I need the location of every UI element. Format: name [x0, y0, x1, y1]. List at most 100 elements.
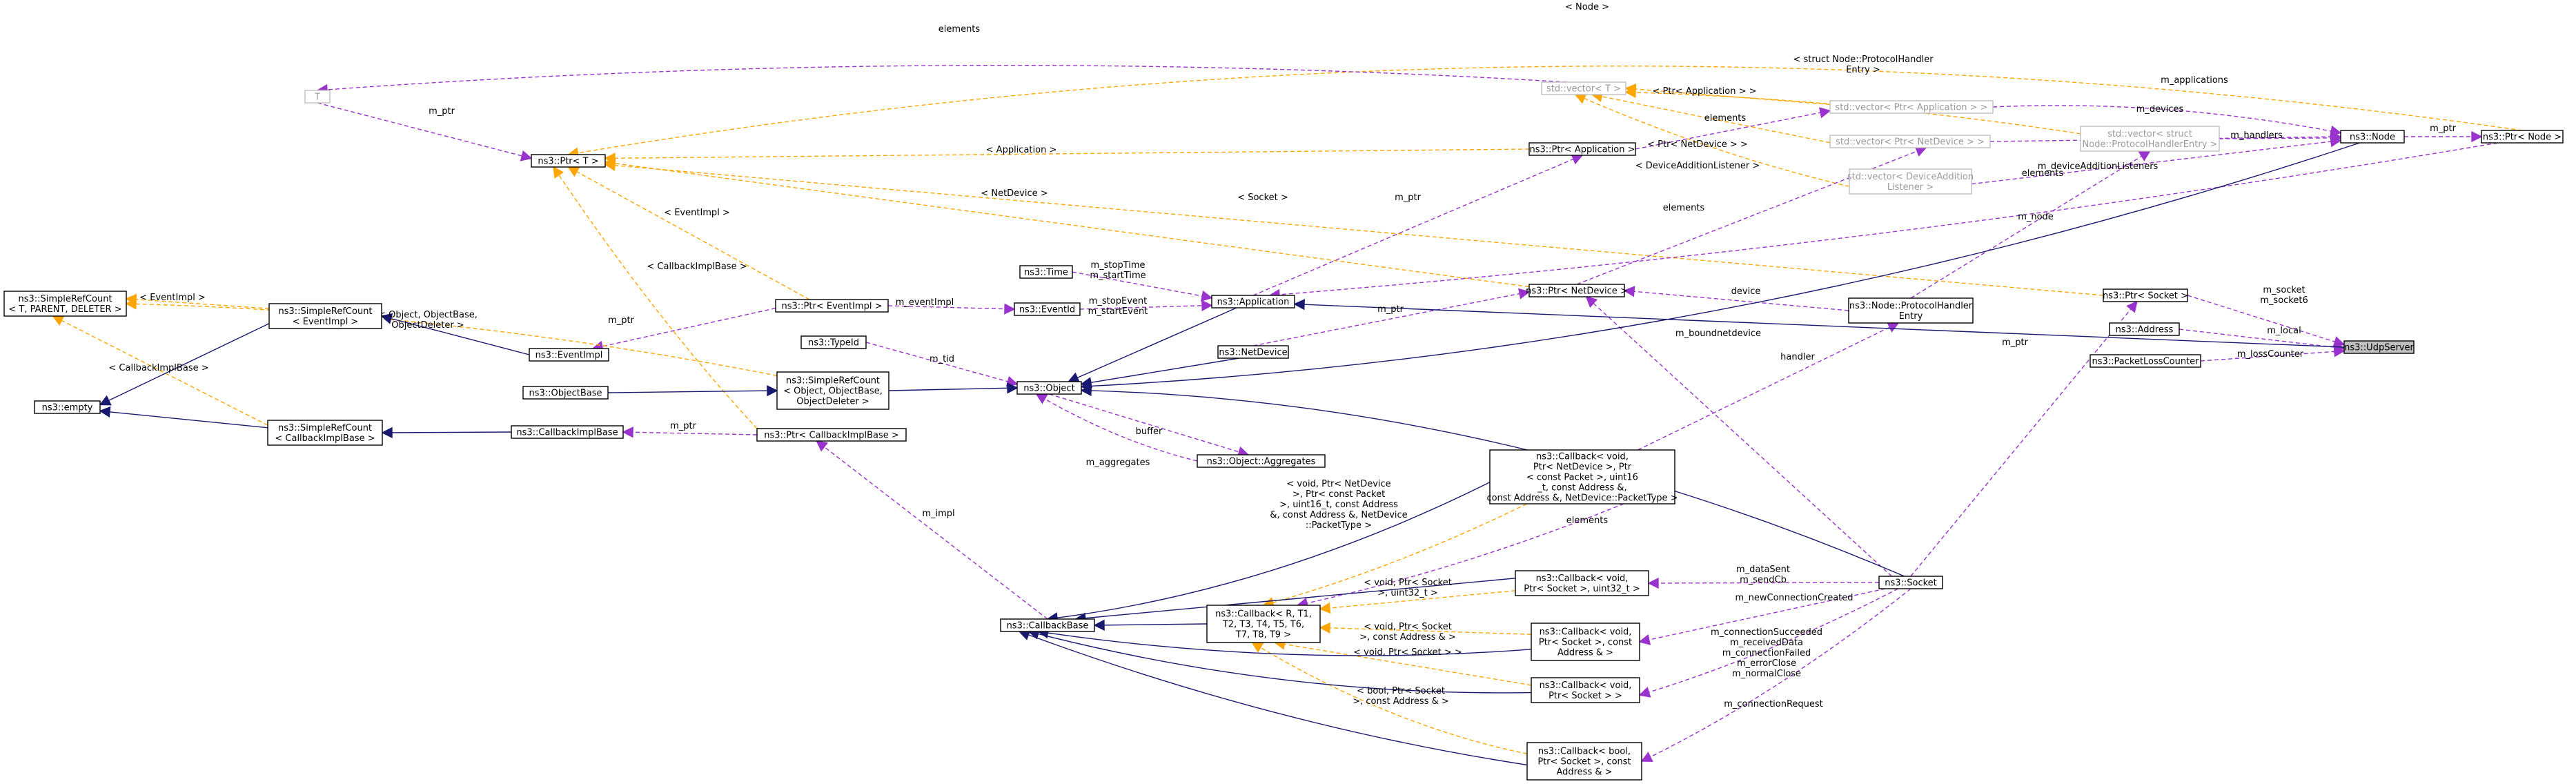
edge-label-cb-elements: elements — [1566, 516, 1609, 526]
node-address[interactable]: ns3::Address — [2109, 322, 2180, 336]
node-label: ns3::UdpServer — [2344, 343, 2414, 353]
node-label: ns3::Node — [2350, 133, 2395, 143]
node-label: ns3::SimpleRefCount — [278, 306, 372, 317]
node-label: ns3::TypeId — [808, 338, 859, 349]
edge-label-datasent: m_dataSent — [1736, 565, 1790, 575]
node-ptr-application[interactable]: ns3::Ptr< Application > — [1528, 142, 1636, 156]
node-objectbase[interactable]: ns3::ObjectBase — [522, 386, 609, 400]
node-label: ns3::Callback< R, T1, — [1215, 609, 1312, 620]
edge-callback-socket-address-to-callback-generic — [1320, 627, 1532, 635]
node-vector-t[interactable]: std::vector< T > — [1541, 81, 1626, 95]
inheritance-edge-eventimpl-to-simplerefcount-eventimpl — [382, 316, 530, 355]
node-box — [1489, 449, 1675, 504]
node-box — [1515, 570, 1649, 596]
node-box — [1531, 623, 1640, 661]
edge-label-ptr-t-netdevice: < NetDevice > — [981, 188, 1048, 199]
node-simplerefcount-object[interactable]: ns3::SimpleRefCount< Object, ObjectBase,… — [776, 371, 889, 410]
edge-label-cb-m-ptr: m_ptr — [670, 421, 697, 431]
node-protocolhandlerentry[interactable]: ns3::Node::ProtocolHandlerEntry — [1848, 297, 1974, 324]
edge-label-buffer: buffer — [1136, 427, 1163, 437]
node-udpserver[interactable]: ns3::UdpServer — [2343, 340, 2415, 354]
edge-time-to-application — [1072, 271, 1212, 298]
node-ptr-socket[interactable]: ns3::Ptr< Socket > — [2103, 288, 2188, 302]
node-object[interactable]: ns3::Object — [1016, 381, 1082, 395]
node-label: < EventImpl > — [293, 317, 359, 327]
node-label: std::vector< Ptr< NetDevice > > — [1836, 137, 1985, 148]
node-callback-socket-address[interactable]: ns3::Callback< void,Ptr< Socket >, const… — [1531, 623, 1640, 661]
node-eventimpl[interactable]: ns3::EventImpl — [529, 348, 609, 362]
node-ptr-callbackimplbase[interactable]: ns3::Ptr< CallbackImplBase > — [756, 428, 907, 442]
edge-label-nd-elements: elements — [1663, 203, 1705, 213]
node-callback-bool[interactable]: ns3::Callback< bool,Ptr< Socket >, const… — [1526, 742, 1642, 781]
node-time[interactable]: ns3::Time — [1019, 265, 1073, 279]
node-layer: ns3::UdpServer ns3::Node ns3::Ptr< Node >n… — [3, 81, 2564, 781]
node-box — [2103, 288, 2188, 302]
node-label: ns3::empty — [42, 403, 93, 413]
edge-ptr-eventimpl-to-eventid — [887, 306, 1014, 309]
node-callbackimplbase[interactable]: ns3::CallbackImplBase — [511, 425, 624, 439]
node-application[interactable]: ns3::Application — [1211, 295, 1295, 308]
node-typeid[interactable]: ns3::TypeId — [800, 335, 867, 349]
node-ptr-node[interactable]: ns3::Ptr< Node > — [2481, 130, 2564, 144]
node-callback-socket[interactable]: ns3::Callback< void,Ptr< Socket > > — [1531, 677, 1640, 703]
edge-ptr-application-to-vector-ptr-application — [1635, 110, 1830, 150]
edge-label-ptr-app-elements: elements — [1704, 113, 1747, 124]
node-label: ns3::Callback< void, — [1540, 627, 1632, 638]
inheritance-edge-objectbase-to-simplerefcount-object — [607, 391, 777, 393]
edge-vector-ptr-netdevice-to-vector-t — [1592, 95, 1831, 144]
node-callback-generic[interactable]: ns3::Callback< R, T1,T2, T3, T4, T5, T6,… — [1206, 605, 1321, 643]
node-box — [522, 386, 609, 400]
node-label: Ptr< Socket >, const — [1537, 757, 1631, 767]
node-vector-deviceaddition[interactable]: std::vector< DeviceAdditionListener > — [1847, 168, 1974, 195]
node-label: ns3::SimpleRefCount — [786, 376, 880, 386]
edge-label-simplerefcount-object-tmpl: < Object, ObjectBase, — [378, 310, 478, 320]
node-eventid[interactable]: ns3::EventId — [1014, 302, 1081, 316]
node-packetlosscounter[interactable]: ns3::PacketLossCounter — [2090, 354, 2201, 368]
inheritance-edge-simplerefcount-object-to-object — [888, 388, 1017, 391]
node-simplerefcount-generic[interactable]: ns3::SimpleRefCount< T, PARENT, DELETER … — [3, 291, 127, 317]
edge-t-to-ptr-t — [317, 102, 531, 158]
node-label: Listener > — [1887, 182, 1934, 193]
node-object-aggregates[interactable]: ns3::Object::Aggregates — [1197, 454, 1326, 468]
node-simplerefcount-eventimpl[interactable]: ns3::SimpleRefCount< EventImpl > — [268, 303, 382, 329]
node-callback-socket-uint32[interactable]: ns3::Callback< void,Ptr< Socket >, uint3… — [1515, 570, 1649, 596]
edge-label-device: device — [1731, 286, 1761, 297]
node-label: ns3::Ptr< Node > — [2483, 133, 2562, 143]
edge-typeid-to-object — [865, 342, 1017, 384]
node-callback-netdevice[interactable]: ns3::Callback< void,Ptr< NetDevice >, Pt… — [1486, 449, 1678, 504]
node-socket[interactable]: ns3::Socket — [1878, 576, 1943, 589]
edge-protocolhandlerentry-to-ptr-netdevice — [1624, 291, 1849, 311]
node-empty[interactable]: ns3::empty — [34, 400, 101, 414]
node-box — [1541, 81, 1626, 95]
node-label: ns3::Callback< bool, — [1538, 747, 1631, 757]
edge-callback-netdevice-to-protocolhandlerentry — [1638, 323, 1898, 451]
edge-socket-to-callback-socket — [1640, 588, 1898, 695]
node-vector-protocolhandler[interactable]: std::vector< structNode::ProtocolHandler… — [2080, 126, 2220, 152]
inheritance-edge-application-to-object — [1068, 307, 1237, 382]
edge-label-boundnetdevice: m_boundnetdevice — [1675, 329, 1761, 339]
node-ptr-netdevice[interactable]: ns3::Ptr< NetDevice > — [1526, 284, 1628, 297]
node-node[interactable]: ns3::Node — [2340, 130, 2405, 144]
edge-ptr-callbackimplbase-to-ptr-t — [553, 167, 758, 429]
node-box — [511, 425, 624, 439]
node-label: ns3::Socket — [1885, 578, 1937, 589]
node-callbackbase[interactable]: ns3::CallbackBase — [1000, 618, 1095, 632]
node-netdevice[interactable]: ns3::NetDevice — [1217, 345, 1289, 359]
edge-label-address-to-udp: m_local — [2267, 326, 2301, 336]
node-t[interactable]: T — [304, 90, 331, 104]
node-vector-ptr-netdevice[interactable]: std::vector< Ptr< NetDevice > > — [1829, 135, 1991, 148]
edge-label-layer: m_ptr< Node >m_socketm_socket6m_localm_l… — [108, 2, 2456, 709]
edge-vector-deviceaddition-to-node — [1971, 140, 2341, 185]
node-ptr-t[interactable]: ns3::Ptr< T > — [531, 154, 606, 168]
node-label: ns3::Node::ProtocolHandler — [1849, 301, 1973, 311]
edge-socket-to-ptr-netdevice — [1586, 297, 1892, 577]
edge-ptr-socket-to-ptr-t — [605, 164, 2104, 296]
node-simplerefcount-callbackimplbase[interactable]: ns3::SimpleRefCount< CallbackImplBase > — [267, 420, 383, 446]
edge-label-ptr-eventimpl-to-eventid: m_eventImpl — [896, 297, 954, 308]
node-ptr-eventimpl[interactable]: ns3::Ptr< EventImpl > — [775, 299, 889, 313]
edge-label-cb-netdevice-tmpl: &, const Address &, NetDevice — [1270, 510, 1407, 520]
node-label: ns3::NetDevice — [1219, 348, 1287, 358]
node-label: T2, T3, T4, T5, T6, — [1222, 620, 1304, 630]
node-vector-ptr-application[interactable]: std::vector< Ptr< Application > > — [1829, 100, 1994, 114]
edge-label-cb-bool-tmpl: < bool, Ptr< Socket — [1357, 686, 1445, 696]
